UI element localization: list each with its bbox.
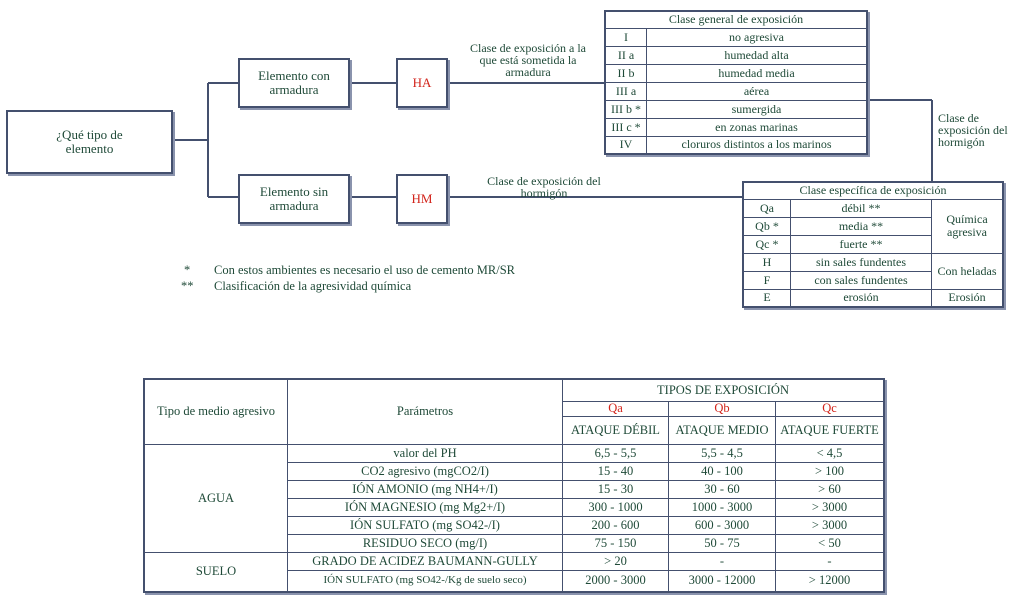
table-row: SUELO GRADO DE ACIDEZ BAUMANN-GULLY > 20…	[143, 551, 885, 593]
attack-b-header: ATAQUE MEDIO	[668, 415, 776, 445]
table-row: AGUA valor del PH 6,5 - 5,5 5,5 - 4,5 < …	[143, 443, 885, 553]
without-rebar-text: Elemento sin armadura	[259, 184, 329, 213]
without-rebar-box: Elemento sin armadura	[238, 174, 350, 224]
attack-c-header: ATAQUE FUERTE	[775, 415, 885, 445]
params-header: Parámetros	[287, 378, 563, 445]
note-star1-text: Con estos ambientes es necesario el uso …	[214, 263, 515, 277]
table-row: III b *sumergida	[604, 99, 868, 119]
specific-class-title: Clase específica de exposición	[742, 181, 1004, 200]
hm-box: HM	[396, 174, 448, 224]
table-row: IÓN SULFATO (mg SO42-/Kg de suelo seco) …	[144, 569, 885, 593]
question-text: ¿Qué tipo de elemento	[56, 127, 123, 156]
hm-text: HM	[411, 191, 433, 206]
table-row: Qb *media **	[742, 216, 1003, 236]
note-star1-symbol: *	[184, 263, 191, 277]
class-c-header: Qc	[775, 400, 885, 417]
table-row: IÓN SULFATO (mg SO42-/I) 200 - 600 600 -…	[144, 515, 885, 535]
table-row: RESIDUO SECO (mg/I) 75 - 150 50 - 75 < 5…	[144, 533, 885, 553]
erosion-group: Erosión	[931, 288, 1004, 308]
general-class-title: Clase general de exposición	[604, 10, 868, 29]
class-b-header: Qb	[668, 400, 776, 417]
ha-text: HA	[412, 75, 432, 90]
with-rebar-box: Elemento con armadura	[238, 58, 350, 108]
medium-header: Tipo de medio agresivo	[143, 378, 288, 445]
medium-soil: SUELO	[143, 551, 288, 593]
question-box: ¿Qué tipo de elemento	[6, 110, 173, 174]
note-star2-symbol: **	[181, 279, 194, 293]
rebar-exposure-label: Clase de exposición a la que está someti…	[470, 41, 586, 79]
table-row: III c *en zonas marinas	[604, 117, 868, 137]
class-a-header: Qa	[562, 400, 669, 417]
concrete-exposure-right-label: Clase de exposición del hormigón	[938, 111, 1008, 149]
chemical-group: Química agresiva	[931, 198, 1004, 254]
note-star2-text: Clasificación de la agresividad química	[214, 279, 412, 293]
aggressive-medium-table: Tipo de medio agresivo Parámetros TIPOS …	[143, 378, 885, 593]
types-header: TIPOS DE EXPOSICIÓN	[562, 378, 885, 402]
frost-group: Con heladas	[931, 252, 1004, 290]
with-rebar-text: Elemento con armadura	[258, 68, 330, 97]
attack-a-header: ATAQUE DÉBIL	[562, 415, 669, 445]
concrete-exposure-lower-label: Clase de exposición del hormigón	[487, 174, 601, 200]
medium-water: AGUA	[143, 443, 288, 553]
ha-box: HA	[396, 58, 448, 108]
